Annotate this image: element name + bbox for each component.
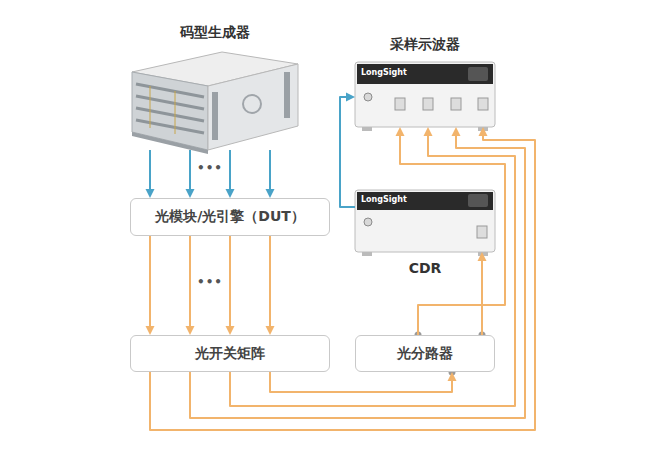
box-label: 光分路器 (397, 345, 453, 363)
connector-line (190, 134, 525, 418)
sampling-scope-body (355, 62, 495, 131)
box-label: 光模块/光引擎（DUT） (155, 208, 305, 226)
cdr-body-part (362, 252, 372, 256)
device-heading: 码型生成器 (130, 24, 300, 42)
connector-line (340, 97, 355, 207)
optical-switch-box: 光开关矩阵 (130, 335, 330, 372)
connector-line (150, 134, 535, 430)
connector (146, 236, 155, 335)
sampling-scope-body-part (478, 98, 488, 110)
arrowhead (396, 127, 405, 136)
connector (186, 150, 195, 198)
arrowhead (346, 93, 355, 102)
arrowhead (478, 252, 487, 261)
pattern-generator-chassis-part (212, 92, 218, 140)
pattern-generator-chassis-part (136, 120, 204, 133)
connector-line (270, 372, 452, 392)
pattern-generator-chassis-part (136, 108, 204, 121)
connector (266, 150, 275, 198)
connector (146, 150, 155, 198)
dut-box: 光模块/光引擎（DUT） (130, 198, 330, 236)
connector-line (229, 150, 231, 191)
ellipsis-mark: ••• (197, 275, 223, 289)
sampling-scope-body-part (451, 98, 461, 110)
connector (186, 236, 195, 335)
arrowhead (186, 189, 195, 198)
connector-line (400, 134, 505, 335)
connector-line (149, 236, 151, 328)
pattern-generator-chassis-part (132, 132, 208, 154)
cdr-body-part (364, 218, 372, 226)
sampling-scope-body-part (357, 64, 493, 84)
connector (226, 150, 235, 198)
sampling-scope-body-part (423, 98, 433, 110)
connector (226, 236, 235, 335)
cdr-body (355, 190, 495, 256)
connector-line (189, 150, 191, 191)
cdr-body-part (477, 226, 487, 238)
pattern-generator-chassis-part (243, 95, 261, 113)
arrowhead (226, 189, 235, 198)
ellipsis-mark: ••• (197, 161, 223, 175)
device-heading: 采样示波器 (355, 36, 495, 54)
sampling-scope-body-part (362, 127, 372, 131)
arrowhead (146, 326, 155, 335)
connector (266, 236, 275, 335)
box-label: 光开关矩阵 (195, 345, 265, 363)
splitter-box: 光分路器 (355, 335, 495, 372)
pattern-generator: 码型生成器 (130, 50, 300, 150)
arrowhead (424, 127, 433, 136)
arrowhead (266, 326, 275, 335)
pattern-generator-chassis-part (136, 84, 204, 97)
sampling-scope-body-part (395, 98, 405, 110)
sampling-scope-body-part (355, 62, 495, 127)
cdr-body-part (357, 192, 493, 210)
connector-line (189, 236, 191, 328)
pattern-generator-chassis-part (208, 64, 298, 150)
arrowhead (448, 372, 457, 381)
pattern-generator-chassis-part (150, 86, 151, 128)
connector-line (269, 150, 271, 191)
connector (150, 127, 535, 430)
connector (190, 127, 525, 418)
sampling-scope-body-part (364, 93, 372, 101)
connector (396, 127, 506, 335)
connector (270, 372, 457, 392)
cdr-body-part (355, 190, 495, 252)
brand-logo: LongSight (361, 68, 407, 77)
arrowhead (479, 127, 488, 136)
sampling-scope-body-part (468, 67, 488, 81)
arrowhead (452, 127, 461, 136)
pattern-generator-chassis-part (284, 72, 290, 118)
arrowhead (226, 326, 235, 335)
brand-logo: LongSight (361, 195, 407, 204)
arrowhead (186, 326, 195, 335)
pattern-generator-chassis-part (136, 96, 204, 109)
pattern-generator-chassis (132, 52, 298, 154)
connector-line (481, 259, 483, 335)
pattern-generator-chassis-part (175, 91, 176, 134)
connector-line (229, 236, 231, 328)
arrowhead (146, 189, 155, 198)
arrowhead (266, 189, 275, 198)
device-heading: CDR (355, 260, 495, 276)
connector-line (149, 150, 151, 191)
connector-line (269, 236, 271, 328)
cdr-body-part (468, 194, 488, 207)
connector (478, 252, 487, 335)
connector (340, 93, 355, 208)
